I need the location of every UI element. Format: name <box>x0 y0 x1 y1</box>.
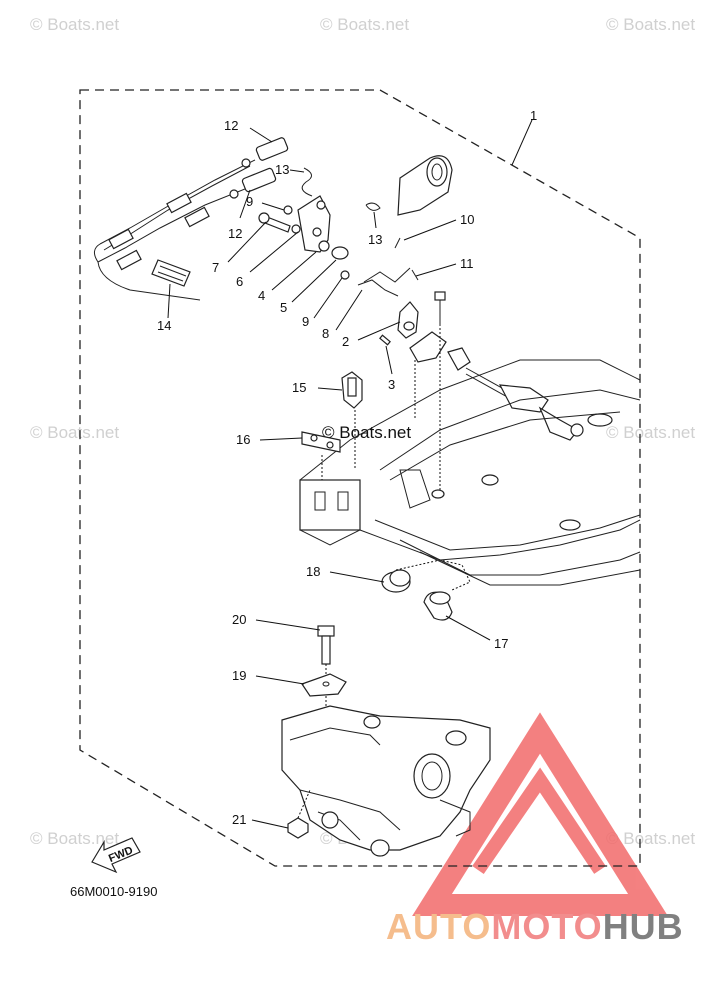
lower-bracket <box>281 705 491 857</box>
callout-7: 7 <box>212 260 219 275</box>
callout-10: 10 <box>460 212 474 227</box>
washers-and-bolts <box>258 205 350 280</box>
leader-15 <box>317 387 343 391</box>
automotohub-logo: AUTOMOTOHUB <box>386 712 684 947</box>
nut-upper <box>241 158 251 168</box>
callout-labels: 1 12 13 9 12 13 7 6 4 5 9 8 2 3 10 11 14… <box>157 108 537 827</box>
callout-5: 5 <box>280 300 287 315</box>
leader-3 <box>385 345 393 375</box>
leader-19 <box>255 675 305 685</box>
leader-12b <box>239 189 251 219</box>
watermark-top-left: © Boats.net <box>30 15 119 34</box>
bottom-cowling <box>299 328 641 586</box>
callout-21: 21 <box>232 812 246 827</box>
callout-12-upper: 12 <box>224 118 238 133</box>
lever-2 <box>397 301 419 339</box>
callout-17: 17 <box>494 636 508 651</box>
part-16-plate <box>301 431 341 453</box>
bracket-bolt <box>434 291 446 326</box>
part-18-grommet <box>381 569 411 593</box>
leader-4 <box>271 251 317 291</box>
link-rod-8 <box>357 279 399 297</box>
watermark-center: © Boats.net <box>322 423 411 442</box>
callout-13-right: 13 <box>368 232 382 247</box>
brand-part-auto: AUTO <box>386 906 491 947</box>
leader-13b <box>373 211 377 229</box>
cable-joint-upper <box>255 137 289 161</box>
leader-13a <box>289 169 305 173</box>
part-19-plate <box>301 673 347 697</box>
callout-18: 18 <box>306 564 320 579</box>
leader-21 <box>251 819 289 829</box>
brand-wordmark: AUTOMOTOHUB <box>386 906 684 947</box>
leader-20 <box>255 619 321 631</box>
part-20-bolt <box>317 625 335 665</box>
leader-2 <box>357 321 401 341</box>
leader-5 <box>291 259 337 303</box>
leader-11 <box>415 263 457 277</box>
watermark-top-center: © Boats.net <box>320 15 409 34</box>
watermark-bottom-left: © Boats.net <box>30 829 119 848</box>
clip-13-right <box>365 202 381 211</box>
clip-13-left <box>301 167 313 197</box>
leader-9b <box>313 277 343 319</box>
callout-16: 16 <box>236 432 250 447</box>
callout-4: 4 <box>258 288 265 303</box>
leader-9a <box>261 202 285 211</box>
shift-rod <box>447 347 584 441</box>
callout-9-upper: 9 <box>246 194 253 209</box>
bracket-block <box>409 331 447 363</box>
leader-8 <box>335 289 363 331</box>
remote-control-cables <box>94 159 256 301</box>
shift-lever <box>297 195 331 253</box>
logo-triangle-shape <box>412 712 668 916</box>
leader-7 <box>227 221 267 263</box>
callout-14: 14 <box>157 318 171 333</box>
leader-6 <box>249 231 299 273</box>
watermark-bottom-right: © Boats.net <box>606 829 695 848</box>
cable-joint-lower <box>241 167 277 193</box>
cable-joint-parts <box>229 137 289 199</box>
callout-8: 8 <box>322 326 329 341</box>
leader-1 <box>511 119 533 166</box>
part-21-nut <box>287 789 311 839</box>
assembly-boundary <box>79 89 641 867</box>
callout-11: 11 <box>460 256 474 271</box>
leader-12a <box>249 127 273 143</box>
callout-2: 2 <box>342 334 349 349</box>
logo-inner-shape <box>472 767 606 874</box>
callout-6: 6 <box>236 274 243 289</box>
callout-12-lower: 12 <box>228 226 242 241</box>
callout-13-left: 13 <box>275 162 289 177</box>
brand-part-moto: MOTO <box>491 906 602 947</box>
leader-18 <box>329 571 385 583</box>
leader-17 <box>445 615 491 641</box>
link-rod-11 <box>411 269 419 281</box>
pin-3 <box>379 334 391 346</box>
leader-10 <box>403 219 457 241</box>
watermark-top-right: © Boats.net <box>606 15 695 34</box>
callout-19: 19 <box>232 668 246 683</box>
diagram-code: 66M0010-9190 <box>70 884 157 899</box>
watermark-mid-right: © Boats.net <box>606 423 695 442</box>
part-14-label <box>151 259 191 287</box>
throttle-cam <box>397 155 453 216</box>
callout-20: 20 <box>232 612 246 627</box>
link-rod-10 <box>363 237 411 283</box>
callout-3: 3 <box>388 377 395 392</box>
callout-9-lower: 9 <box>302 314 309 329</box>
leader-16 <box>259 437 303 441</box>
callout-1: 1 <box>530 108 537 123</box>
part-15-grommet <box>341 371 363 409</box>
part-17-grommet <box>423 591 453 621</box>
callout-15: 15 <box>292 380 306 395</box>
leader-14 <box>167 283 171 319</box>
leader-lines <box>167 119 533 829</box>
brand-part-hub: HUB <box>603 906 684 947</box>
watermark-mid-left: © Boats.net <box>30 423 119 442</box>
nut-lower <box>229 189 239 199</box>
